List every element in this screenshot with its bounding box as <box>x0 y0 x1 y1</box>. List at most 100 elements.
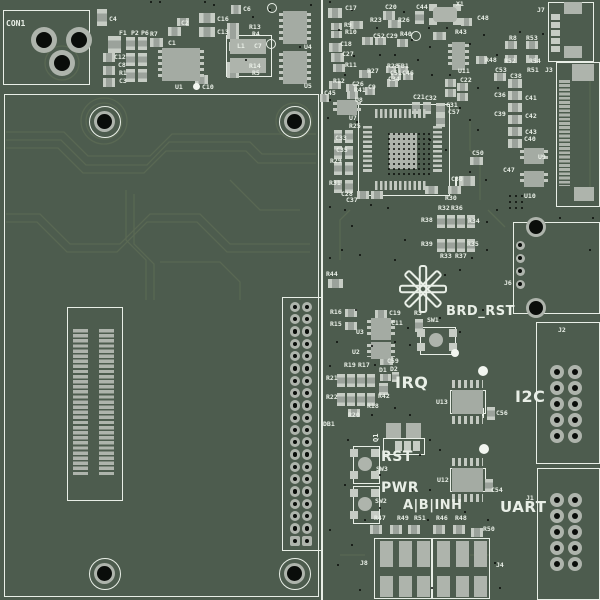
j6-pads-hole <box>518 243 522 247</box>
via <box>402 10 406 14</box>
via <box>428 148 431 151</box>
silkscreen-label: C44 <box>416 3 428 11</box>
switch-button <box>358 457 372 471</box>
silkscreen-label: DB1 <box>323 420 335 428</box>
db1-hole <box>304 390 310 396</box>
db1-hole <box>304 501 310 506</box>
silkscreen-label: R4 <box>252 30 260 38</box>
inductor-pad <box>230 39 266 54</box>
j7-pad <box>551 46 560 52</box>
passive-component <box>357 374 365 387</box>
switch-pad <box>371 489 379 497</box>
silkscreen-label: C37 <box>346 196 358 204</box>
passive-component <box>508 127 522 136</box>
via <box>430 586 434 590</box>
passive-component <box>383 11 395 20</box>
silkscreen-label: R8 <box>509 34 517 42</box>
silkscreen-label: C20 <box>385 3 397 11</box>
via <box>398 168 401 171</box>
passive-component <box>485 479 493 492</box>
switch-button <box>429 333 443 347</box>
j2-pads-hole <box>572 385 578 391</box>
switch-pad <box>350 471 358 479</box>
j1-pads-hole <box>554 497 560 503</box>
passive-component <box>508 91 522 100</box>
via <box>268 8 272 12</box>
via <box>398 138 401 141</box>
via <box>520 206 524 210</box>
passive-component <box>365 87 375 95</box>
via <box>423 133 426 136</box>
via <box>408 138 411 141</box>
silkscreen-label: C46 <box>402 69 414 77</box>
jumper-pad <box>380 541 393 567</box>
silkscreen-label: R19 <box>344 361 356 369</box>
silkscreen-label: R14 <box>249 62 261 70</box>
ic-chip <box>371 342 391 359</box>
j6-pads-hole <box>518 269 522 273</box>
via <box>426 518 430 522</box>
passive-component <box>328 8 342 18</box>
silkscreen-label: SW3 <box>376 465 388 473</box>
passive-component <box>433 32 446 40</box>
silkscreen-label-large: PWR <box>381 480 419 496</box>
passive-component <box>345 146 353 159</box>
via <box>398 163 401 166</box>
via <box>588 248 592 252</box>
passive-component <box>337 374 345 387</box>
silkscreen-label: R27 <box>367 67 379 75</box>
passive-component <box>367 374 375 387</box>
silkscreen-label: R52 <box>504 57 516 65</box>
silkscreen-label: L1 <box>237 42 245 50</box>
via <box>403 133 406 136</box>
via <box>445 26 449 30</box>
via <box>393 143 396 146</box>
silkscreen-label: R36 <box>451 204 463 212</box>
via <box>393 406 397 410</box>
silkscreen-label: C8 <box>118 61 126 69</box>
via <box>558 216 562 220</box>
sot223-pin <box>395 441 402 451</box>
silkscreen-label: C54 <box>491 486 503 494</box>
mounting-hole <box>286 565 302 581</box>
silkscreen-label: R23 <box>370 16 382 24</box>
via <box>378 473 382 477</box>
silkscreen-label: R44 <box>326 270 338 278</box>
silkscreen-label: SW2 <box>375 497 387 505</box>
passive-component <box>436 103 445 115</box>
jumper-pad <box>474 576 487 597</box>
silkscreen-label: C22 <box>460 76 472 84</box>
j1-pads-hole <box>554 545 560 551</box>
passive-component <box>345 180 353 193</box>
via <box>403 168 406 171</box>
via <box>328 256 332 260</box>
silkscreen-label: C4 <box>109 15 117 23</box>
passive-component <box>388 20 401 28</box>
silkscreen-label: R7 <box>150 30 158 38</box>
jumper-pad <box>456 576 469 597</box>
silkscreen-label: R26 <box>398 16 410 24</box>
passive-component <box>457 93 468 101</box>
passive-component <box>345 162 353 175</box>
silkscreen-outline <box>353 446 380 484</box>
db1-hole <box>292 366 298 371</box>
via <box>393 168 396 171</box>
silkscreen-label: U7 <box>349 114 357 122</box>
silkscreen-label: C2 <box>181 19 189 27</box>
switch-pad <box>350 449 358 457</box>
j1-pads-hole <box>572 513 578 519</box>
j1-pads-hole <box>554 513 560 519</box>
silkscreen-label: FB1 <box>397 62 409 70</box>
via <box>430 73 434 77</box>
silkscreen-label-large: UART <box>500 498 547 516</box>
passive-component <box>337 393 345 406</box>
via <box>418 158 421 161</box>
silkscreen-label: U2 <box>352 348 360 356</box>
passive-component <box>408 525 420 534</box>
via <box>468 118 472 122</box>
passive-component <box>471 528 483 537</box>
db1-hole <box>292 464 298 470</box>
silkscreen-label: C43 <box>525 128 537 136</box>
ic-pins <box>544 173 548 185</box>
ic-chip <box>524 148 544 164</box>
